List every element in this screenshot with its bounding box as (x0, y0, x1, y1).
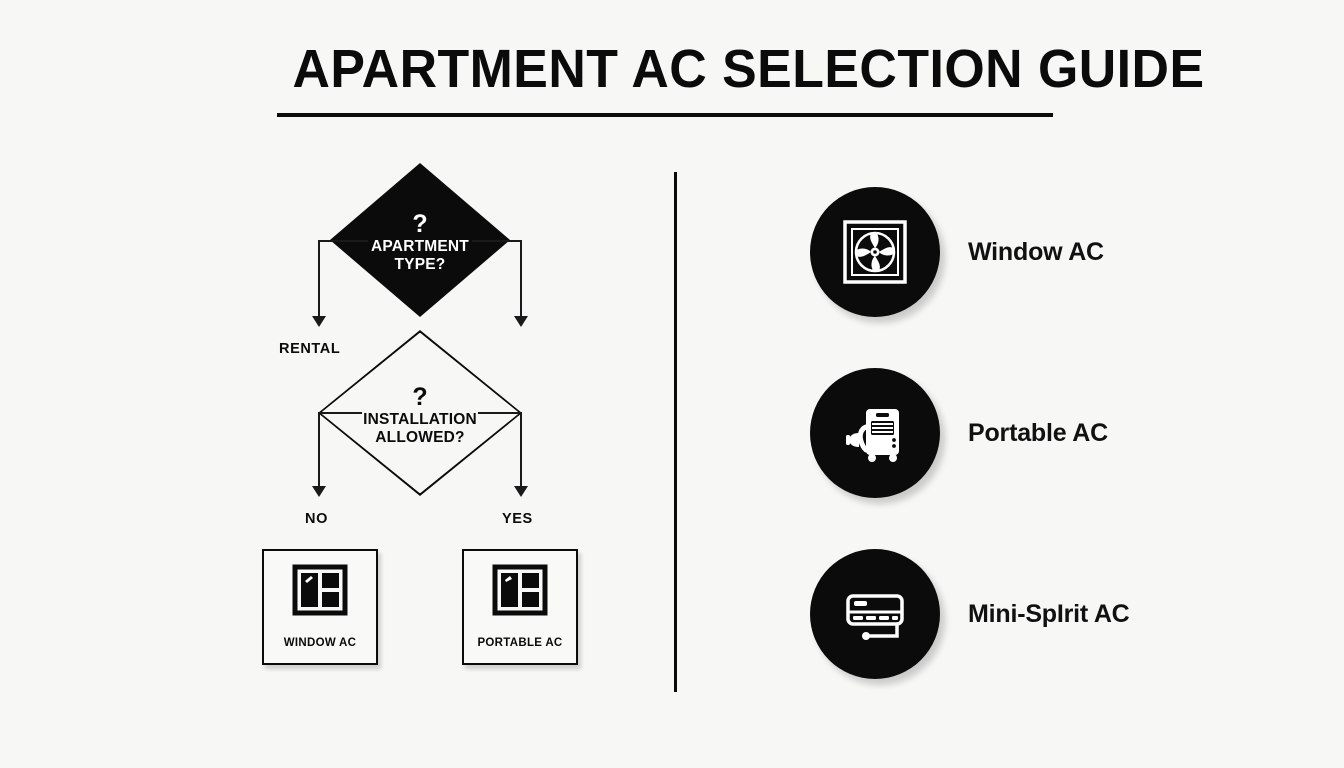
legend-item-portable-ac[interactable]: Portable AC (810, 368, 1108, 498)
edge-label-rental: RENTAL (279, 341, 341, 357)
result-card-portable-ac[interactable]: PORTABLE AC (462, 549, 578, 665)
window-unit-icon (291, 564, 349, 623)
connector-bottom-right-horizontal (478, 412, 522, 414)
question-mark-icon: ? (412, 382, 428, 411)
flowchart-panel: ? APARTMENT TYPE? RENTAL ? INSTALLATION … (262, 163, 578, 665)
page-title: APARTMENT AC SELECTION GUIDE (277, 38, 1205, 100)
arrowhead-top-left (312, 316, 326, 327)
legend-badge-window-ac (810, 187, 940, 317)
legend-badge-mini-split-ac (810, 549, 940, 679)
decision-node-installation-allowed[interactable]: ? INSTALLATION ALLOWED? (318, 330, 522, 496)
decision-node-text: ? APARTMENT TYPE? (345, 209, 495, 274)
legend-item-window-ac[interactable]: Window AC (810, 187, 1104, 317)
connector-bottom-left-vertical (318, 412, 320, 488)
title-underline (277, 113, 1053, 117)
legend-item-mini-split-ac[interactable]: Mini-SpIrit AC (810, 549, 1130, 679)
decision-label-line1: APARTMENT (371, 237, 469, 255)
edge-label-no: NO (305, 511, 328, 527)
section-divider (674, 172, 677, 692)
edge-label-yes: YES (502, 511, 533, 527)
legend-label-portable-ac: Portable AC (968, 418, 1108, 447)
decision-label-line1: INSTALLATION (363, 410, 477, 428)
connector-top-left-horizontal (318, 240, 368, 242)
question-mark-icon: ? (412, 209, 428, 238)
connector-top-right-vertical (520, 240, 522, 318)
arrowhead-top-right (514, 316, 528, 327)
decision-node-text: ? INSTALLATION ALLOWED? (335, 382, 505, 447)
window-unit-icon (491, 564, 549, 623)
result-card-label: PORTABLE AC (477, 637, 563, 649)
legend-panel: Window AC (700, 0, 1344, 768)
legend-badge-portable-ac (810, 368, 940, 498)
decision-label-line2: ALLOWED? (375, 428, 465, 446)
connector-top-right-horizontal (472, 240, 522, 242)
legend-label-window-ac: Window AC (968, 237, 1104, 266)
decision-label-line2: TYPE? (394, 255, 446, 273)
arrowhead-bottom-right (514, 486, 528, 497)
arrowhead-bottom-left (312, 486, 326, 497)
connector-bottom-right-vertical (520, 412, 522, 488)
result-card-label: WINDOW AC (283, 637, 357, 649)
decision-node-apartment-type[interactable]: ? APARTMENT TYPE? (330, 163, 510, 317)
legend-label-mini-split-ac: Mini-SpIrit AC (968, 599, 1130, 628)
connector-bottom-left-horizontal (318, 412, 362, 414)
result-card-window-ac[interactable]: WINDOW AC (262, 549, 378, 665)
connector-top-left-vertical (318, 240, 320, 318)
